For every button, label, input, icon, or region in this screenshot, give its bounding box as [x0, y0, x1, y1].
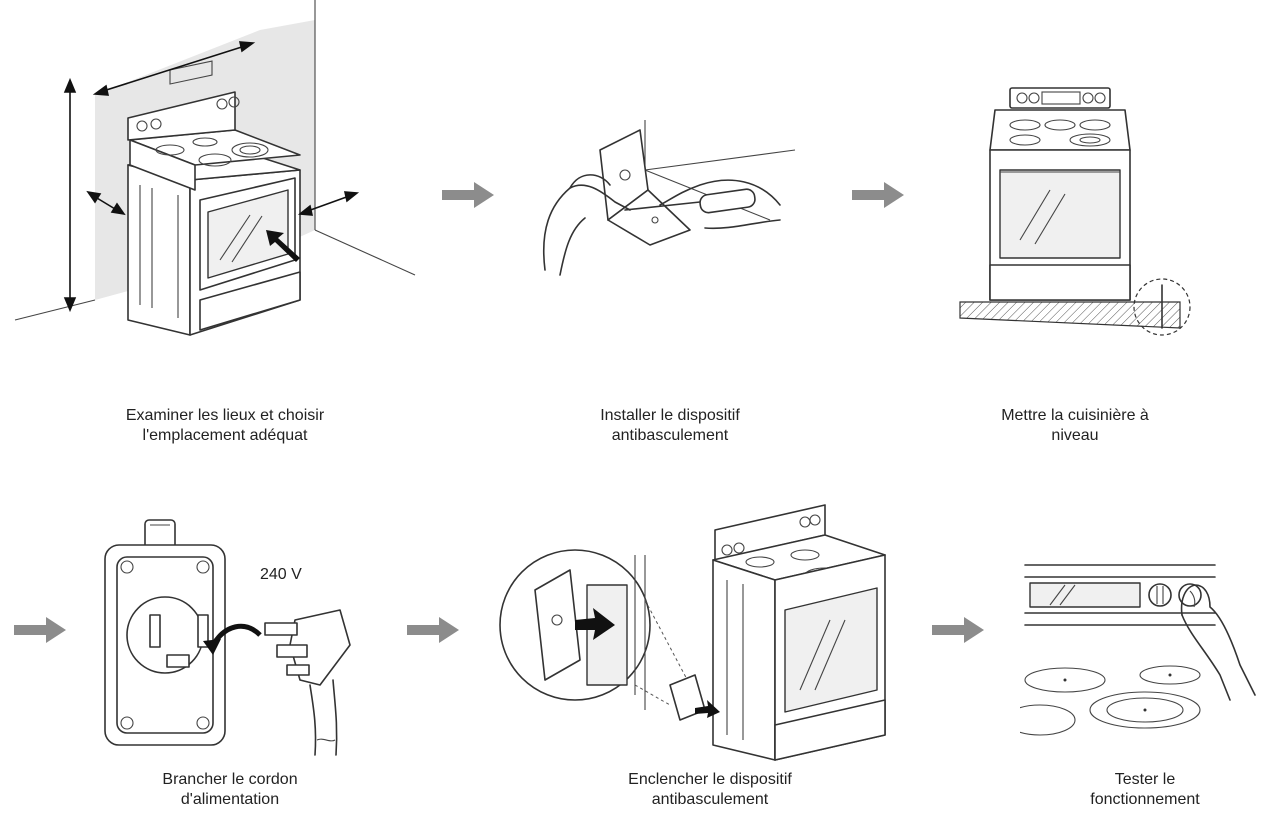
- flow-arrow-icon: [12, 615, 68, 645]
- test-operation-illustration: [1020, 555, 1270, 755]
- step-2-caption: Installer le dispositif antibasculement: [600, 407, 740, 444]
- voltage-label: 240 V: [260, 566, 302, 583]
- anti-tip-engage-illustration: [495, 500, 895, 765]
- power-cord-illustration: [95, 515, 385, 765]
- flow-arrow-icon: [405, 615, 461, 645]
- step-1-caption: Examiner les lieux et choisir l'emplacem…: [125, 407, 325, 444]
- flow-arrow-icon: [930, 615, 986, 645]
- bracket-install-illustration: [530, 110, 800, 280]
- step-4-caption: Brancher le cordon d'alimentation: [162, 771, 298, 808]
- step-3-caption: Mettre la cuisinière à niveau: [1001, 407, 1149, 444]
- range-leveling-illustration: [950, 80, 1200, 345]
- flow-arrow-icon: [440, 180, 496, 210]
- step-5-caption: Enclencher le dispositif antibasculement: [628, 771, 792, 808]
- range-placement-illustration: [10, 0, 430, 345]
- step-6-caption: Tester le fonctionnement: [1090, 771, 1200, 808]
- flow-arrow-icon: [850, 180, 906, 210]
